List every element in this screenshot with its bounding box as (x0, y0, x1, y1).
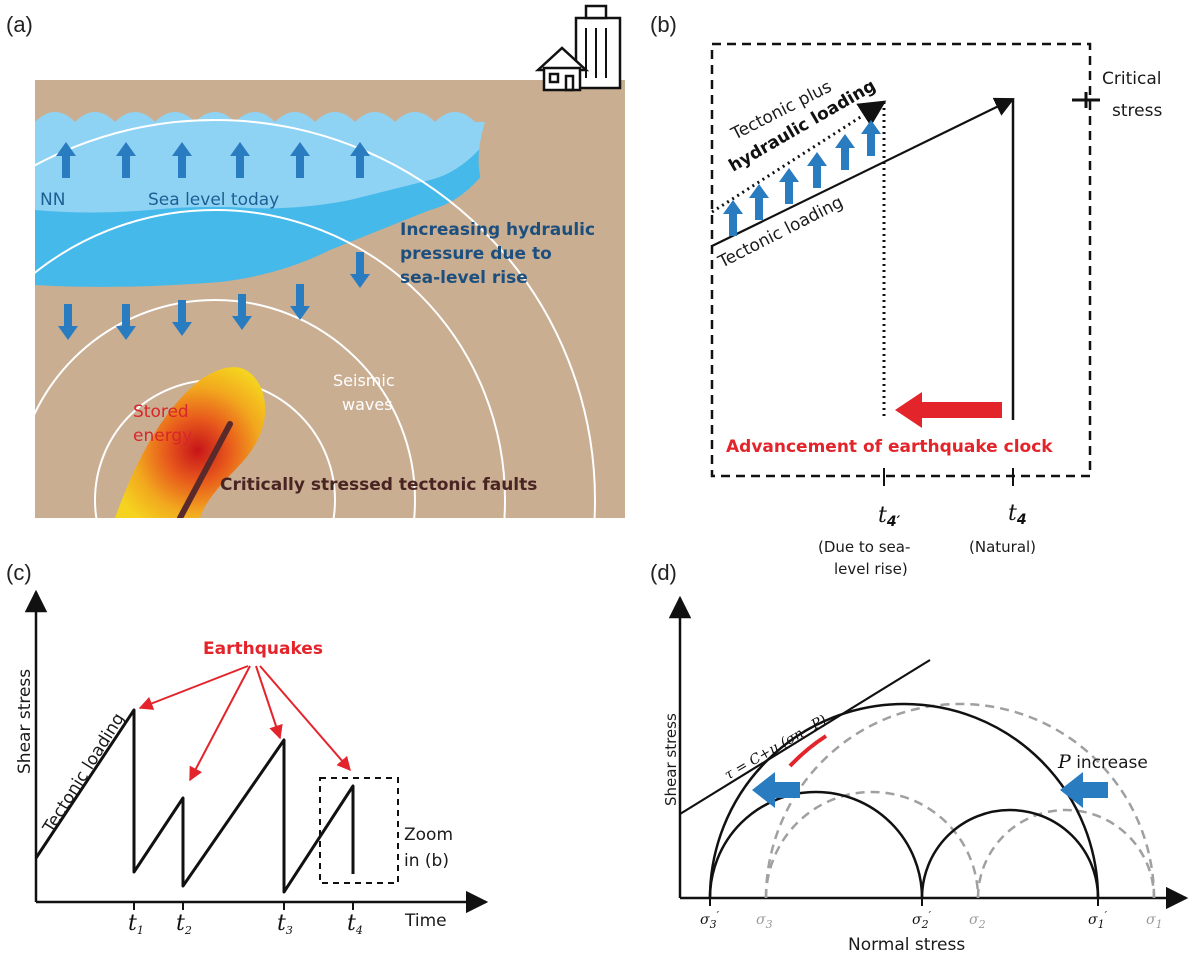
failure-contact-arc (788, 734, 828, 768)
c-ylabel: Shear stress (15, 669, 35, 774)
p-shift-arrow-right (1060, 772, 1108, 808)
d-tick-sigma3-prime: σ3′ (700, 909, 720, 931)
panel-d-label: (d) (650, 560, 677, 585)
effective-mohr-circles (708, 702, 1100, 899)
failure-envelope (679, 659, 931, 815)
due-line1: (Due to sea- (818, 538, 910, 556)
d-tick-sigma1-prime: σ1′ (1088, 909, 1108, 931)
seismic-waves-line2: waves (342, 395, 393, 414)
zoom-line2: in (b) (404, 851, 449, 871)
panel-b-label: (b) (650, 12, 677, 37)
hydraulic-line3: sea-level rise (400, 268, 528, 288)
zoom-frame (710, 42, 1092, 478)
earthquake-arrows (138, 665, 351, 782)
panel-a: (a) (6, 4, 625, 518)
stored-energy-line2: energy (133, 426, 192, 446)
panel-b: (b) Tectonic plus hydraulic loading Tect… (650, 12, 1162, 578)
d-ylabel: Shear stress (662, 713, 680, 806)
faults-label: Critically stressed tectonic faults (220, 475, 537, 495)
critical-stress-line1: Critical (1102, 69, 1161, 89)
panel-a-label: (a) (6, 12, 33, 37)
c-tick-t3: t3 (277, 911, 293, 937)
c-tick-t4: t4 (347, 911, 363, 937)
due-line2: level rise) (834, 560, 908, 578)
hydraulic-loading-line (711, 100, 887, 214)
original-mohr-circles (764, 702, 1156, 899)
p-shift-arrow-left (752, 772, 800, 808)
stored-energy-blob (115, 367, 266, 518)
sawtooth-stress-curve (34, 708, 355, 894)
t4prime-label: t4′ (878, 503, 901, 530)
hydraulic-line1: Increasing hydraulic (400, 220, 595, 240)
d-xlabel: Normal stress (848, 935, 965, 955)
tectonic-loading-line (711, 97, 1015, 247)
earthquakes-label: Earthquakes (203, 639, 323, 659)
sea-light (35, 112, 500, 213)
seismic-waves-line1: Seismic (333, 371, 395, 390)
d-tick-sigma1: σ1 (1146, 912, 1163, 931)
natural-label: (Natural) (969, 538, 1036, 556)
c-xlabel: Time (404, 911, 447, 931)
buildings-icon (534, 4, 622, 92)
c-tick-t1: t1 (128, 911, 144, 937)
zoom-line1: Zoom (404, 825, 453, 845)
d-tick-sigma2: σ2 (969, 912, 986, 931)
sea-level-today-label: Sea level today (148, 190, 279, 210)
fault-line (177, 421, 233, 518)
advancement-label: Advancement of earthquake clock (726, 437, 1053, 457)
d-tick-sigma3: σ3 (756, 912, 773, 931)
zoom-box (319, 777, 399, 884)
panel-d: (d) Shear stress Normal stress (650, 560, 1189, 955)
t4-label: t4 (1008, 501, 1027, 528)
panel-c: (c) Shear stress Time Tectonic loading E… (6, 560, 489, 937)
c-tick-t2: t2 (176, 911, 192, 937)
panel-c-label: (c) (6, 560, 32, 585)
advancement-arrow (895, 392, 1002, 428)
hydraulic-line2: pressure due to (400, 244, 552, 264)
coast (478, 90, 625, 260)
critical-stress-line2: stress (1112, 101, 1162, 121)
p-increase-label: P increase (1057, 751, 1148, 773)
stored-energy-line1: Stored (133, 402, 189, 422)
c-tectonic-loading: Tectonic loading (39, 710, 129, 838)
d-tick-sigma2-prime: σ2′ (912, 909, 932, 931)
nn-label: NN (40, 190, 65, 210)
